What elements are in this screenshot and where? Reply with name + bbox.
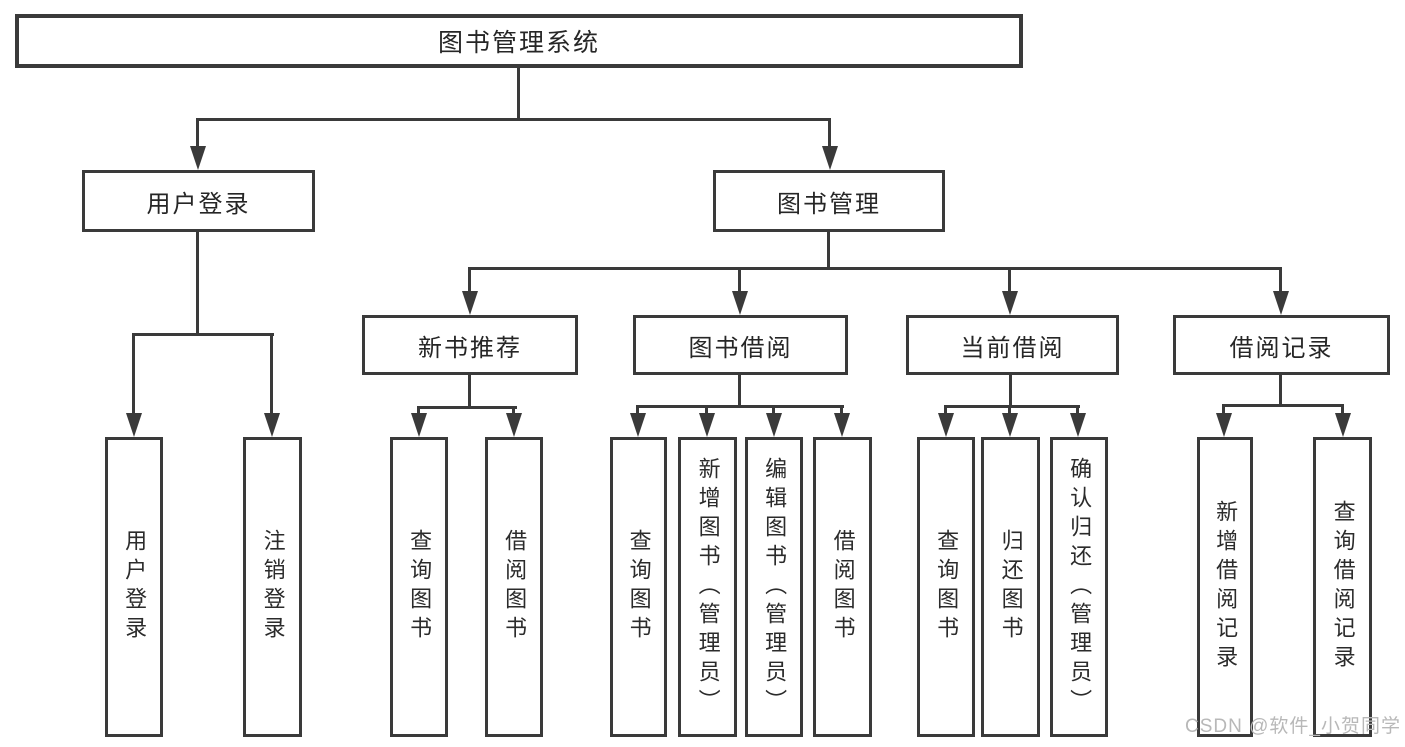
leaf-current-query: 查询图书	[917, 437, 975, 737]
node-current-borrow-label: 当前借阅	[960, 334, 1065, 362]
arrowhead-down-icon	[1070, 413, 1086, 437]
node-new-book-label: 新书推荐	[418, 334, 522, 362]
connector-drop-leaf	[772, 405, 775, 417]
arrowhead-down-icon	[462, 291, 478, 315]
arrowhead-down-icon	[1273, 291, 1289, 315]
connector-drop-book-mgmt	[828, 118, 831, 148]
node-book-borrow: 图书借阅	[633, 315, 848, 375]
arrowhead-down-icon	[1335, 413, 1351, 437]
leaf-label: 编辑图书（管理员）	[762, 456, 788, 718]
connector-drop-logout-leaf	[270, 333, 273, 415]
arrowhead-down-icon	[264, 413, 280, 437]
leaf-newbook-query: 查询图书	[390, 437, 448, 737]
arrowhead-down-icon	[1002, 291, 1018, 315]
connector-root-stem	[517, 68, 520, 121]
connector-book-borrow-branch	[636, 405, 844, 408]
node-borrow-record: 借阅记录	[1173, 315, 1390, 375]
leaf-label: 确认归还（管理员）	[1067, 456, 1093, 718]
arrowhead-down-icon	[126, 413, 142, 437]
leaf-logout: 注销登录	[243, 437, 302, 737]
leaf-label: 查询借阅记录	[1330, 500, 1356, 674]
connector-drop-leaf	[1076, 405, 1079, 417]
arrowhead-down-icon	[699, 413, 715, 437]
connector-drop-leaf	[1341, 404, 1344, 417]
arrowhead-down-icon	[190, 146, 206, 170]
node-current-borrow: 当前借阅	[906, 315, 1119, 375]
arrowhead-down-icon	[766, 413, 782, 437]
leaf-borrow-edit-admin: 编辑图书（管理员）	[745, 437, 803, 737]
leaf-label: 查询图书	[626, 529, 652, 645]
csdn-watermark: CSDN @软件_小贺同学	[1185, 716, 1401, 737]
leaf-label: 查询图书	[934, 529, 960, 645]
connector-drop-leaf	[636, 405, 639, 417]
node-book-borrow-label: 图书借阅	[688, 334, 793, 362]
connector-drop-borrow-record	[1279, 267, 1282, 295]
leaf-label: 注销登录	[260, 529, 286, 645]
connector-current-borrow-stem	[1009, 375, 1012, 408]
node-user-login-label: 用户登录	[146, 190, 251, 218]
leaf-label: 新增借阅记录	[1213, 500, 1239, 674]
connector-drop-book-borrow	[738, 267, 741, 295]
leaf-current-confirm-admin: 确认归还（管理员）	[1050, 437, 1108, 737]
connector-drop-leaf	[944, 405, 947, 417]
arrowhead-down-icon	[732, 291, 748, 315]
connector-drop-leaf	[512, 406, 515, 417]
arrowhead-down-icon	[822, 146, 838, 170]
connector-current-borrow-branch	[944, 405, 1080, 408]
connector-drop-leaf	[1008, 405, 1011, 417]
node-book-mgmt-label: 图书管理	[777, 190, 881, 218]
leaf-label: 借阅图书	[502, 529, 528, 645]
leaf-borrow-add-admin: 新增图书（管理员）	[678, 437, 737, 737]
node-book-mgmt: 图书管理	[713, 170, 945, 232]
connector-book-mgmt-stem	[827, 232, 830, 270]
node-user-login: 用户登录	[82, 170, 315, 232]
arrowhead-down-icon	[1216, 413, 1232, 437]
leaf-borrow-query: 查询图书	[610, 437, 667, 737]
leaf-user-login: 用户登录	[105, 437, 163, 737]
connector-new-book-branch	[417, 406, 517, 409]
arrowhead-down-icon	[1002, 413, 1018, 437]
connector-drop-user-login	[196, 118, 199, 148]
arrowhead-down-icon	[630, 413, 646, 437]
connector-drop-leaf	[840, 405, 843, 417]
arrowhead-down-icon	[834, 413, 850, 437]
connector-book-mgmt-branch	[468, 267, 1282, 270]
leaf-label: 查询图书	[407, 529, 433, 645]
arrowhead-down-icon	[506, 413, 522, 437]
connector-drop-current-borrow	[1008, 267, 1011, 295]
node-root-label: 图书管理系统	[437, 29, 600, 57]
connector-drop-login-leaf	[132, 333, 135, 415]
connector-borrow-record-branch	[1222, 404, 1344, 407]
connector-new-book-stem	[468, 375, 471, 409]
leaf-label: 用户登录	[122, 529, 148, 645]
leaf-label: 新增图书（管理员）	[695, 456, 721, 718]
node-new-book: 新书推荐	[362, 315, 578, 375]
connector-user-login-stem	[196, 232, 199, 336]
leaf-record-add: 新增借阅记录	[1197, 437, 1253, 737]
connector-root-branch	[196, 118, 831, 121]
connector-borrow-record-stem	[1279, 375, 1282, 407]
node-root: 图书管理系统	[15, 14, 1023, 68]
leaf-newbook-borrow: 借阅图书	[485, 437, 543, 737]
leaf-current-return: 归还图书	[981, 437, 1040, 737]
connector-drop-leaf	[1222, 404, 1225, 417]
leaf-record-query: 查询借阅记录	[1313, 437, 1372, 737]
arrowhead-down-icon	[938, 413, 954, 437]
connector-user-login-branch	[132, 333, 274, 336]
arrowhead-down-icon	[411, 413, 427, 437]
connector-drop-leaf	[705, 405, 708, 417]
connector-drop-new-book	[468, 267, 471, 295]
leaf-label: 借阅图书	[830, 529, 856, 645]
leaf-borrow-borrow: 借阅图书	[813, 437, 872, 737]
connector-book-borrow-stem	[738, 375, 741, 408]
node-borrow-record-label: 借阅记录	[1229, 334, 1334, 362]
connector-drop-leaf	[417, 406, 420, 417]
leaf-label: 归还图书	[998, 529, 1024, 645]
